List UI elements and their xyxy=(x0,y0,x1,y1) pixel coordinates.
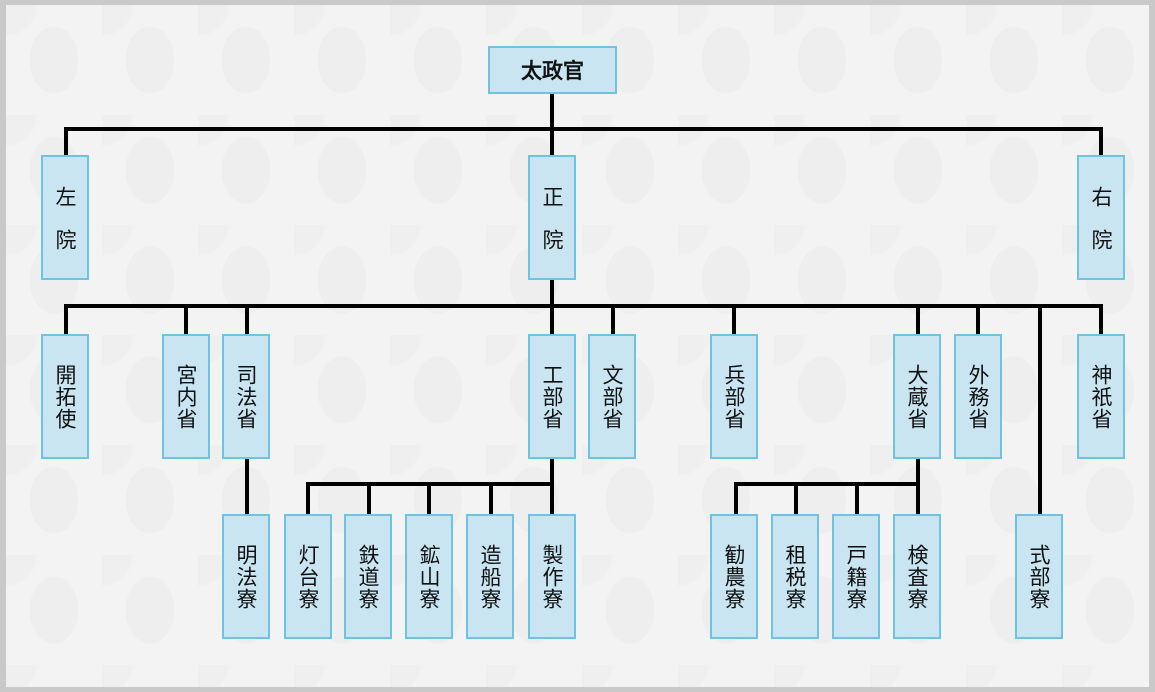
node-label: 戸籍寮 xyxy=(844,543,868,610)
node-label: 鉱山寮 xyxy=(417,543,441,610)
node-label: 灯台寮 xyxy=(296,543,320,610)
node-tetsudoryo: 鉄道寮 xyxy=(344,514,392,639)
connector-okurasho xyxy=(916,304,920,334)
connector-kunaisho xyxy=(184,304,188,334)
node-gaimusho: 外務省 xyxy=(954,334,1002,459)
connector-kobusho xyxy=(550,304,554,334)
node-label: 鉄道寮 xyxy=(356,543,380,610)
node-zosenryo: 造船寮 xyxy=(466,514,514,639)
node-kosekiryo: 戸籍寮 xyxy=(832,514,880,639)
node-kobusho: 工部省 xyxy=(528,334,576,459)
node-label: 勧農寮 xyxy=(722,543,746,610)
node-label: 大蔵省 xyxy=(905,363,929,430)
connector-okurasho-bar xyxy=(734,482,920,486)
connector-uin xyxy=(1099,127,1103,155)
node-label: 工部省 xyxy=(540,363,564,430)
node-uin: 右院 xyxy=(1077,155,1125,280)
connector-level2-bar xyxy=(64,304,1103,308)
node-label: 司法省 xyxy=(234,363,258,430)
connector-todairyo xyxy=(306,482,310,514)
node-label: 神祇省 xyxy=(1089,363,1113,430)
connector-monbusho xyxy=(611,304,615,334)
node-label: 製作寮 xyxy=(540,543,564,610)
node-label: 宮内省 xyxy=(174,363,198,430)
connector-shikiburyo xyxy=(1038,304,1042,514)
connector-meihoryo xyxy=(245,459,249,514)
connector-sein xyxy=(550,127,554,155)
connector-level1-bar xyxy=(64,127,1103,131)
node-sain: 左院 xyxy=(41,155,89,280)
node-monbusho: 文部省 xyxy=(588,334,636,459)
connector-root-down xyxy=(550,93,554,131)
connector-kobusho-down xyxy=(550,459,554,514)
connector-okurasho-down xyxy=(916,459,920,514)
node-sein: 正院 xyxy=(528,155,576,280)
node-meihoryo: 明法寮 xyxy=(222,514,270,639)
node-shihosho: 司法省 xyxy=(222,334,270,459)
connector-shihosho xyxy=(245,304,249,334)
node-label: 正院 xyxy=(540,185,564,272)
node-label: 左院 xyxy=(53,185,77,272)
connector-sein-down xyxy=(550,279,554,308)
node-sozeiryo: 租税寮 xyxy=(771,514,819,639)
connector-kannoryo xyxy=(734,482,738,514)
connector-kozanryo xyxy=(427,482,431,514)
node-label: 式部寮 xyxy=(1027,543,1051,610)
node-kaitakushi: 開拓使 xyxy=(41,334,89,459)
node-label: 明法寮 xyxy=(234,543,258,610)
node-label: 文部省 xyxy=(600,363,624,430)
node-label: 検査寮 xyxy=(905,543,929,610)
node-dajokan: 太政官 xyxy=(488,46,617,94)
connector-kaitakushi xyxy=(64,304,68,334)
node-seisakuryo: 製作寮 xyxy=(528,514,576,639)
connector-hyobusho xyxy=(732,304,736,334)
node-label: 外務省 xyxy=(966,363,990,430)
node-label: 造船寮 xyxy=(478,543,502,610)
node-kensaryo: 検査寮 xyxy=(893,514,941,639)
connector-jingisho xyxy=(1099,304,1103,334)
connector-zosenryo xyxy=(489,482,493,514)
node-label: 租税寮 xyxy=(783,543,807,610)
node-jingisho: 神祇省 xyxy=(1077,334,1125,459)
node-shikiburyo: 式部寮 xyxy=(1015,514,1063,639)
connector-gaimusho xyxy=(976,304,980,334)
node-hyobusho: 兵部省 xyxy=(710,334,758,459)
connector-sozeiryo xyxy=(794,482,798,514)
node-label: 右院 xyxy=(1089,185,1113,272)
node-kannoryo: 勧農寮 xyxy=(710,514,758,639)
connector-sain xyxy=(64,127,68,155)
node-todairyo: 灯台寮 xyxy=(284,514,332,639)
connector-tetsudoryo xyxy=(367,482,371,514)
node-label: 開拓使 xyxy=(53,363,77,430)
node-okurasho: 大蔵省 xyxy=(893,334,941,459)
node-kozanryo: 鉱山寮 xyxy=(405,514,453,639)
connector-kosekiryo xyxy=(855,482,859,514)
node-kunaisho: 宮内省 xyxy=(162,334,210,459)
node-label: 太政官 xyxy=(521,59,584,83)
node-label: 兵部省 xyxy=(722,363,746,430)
